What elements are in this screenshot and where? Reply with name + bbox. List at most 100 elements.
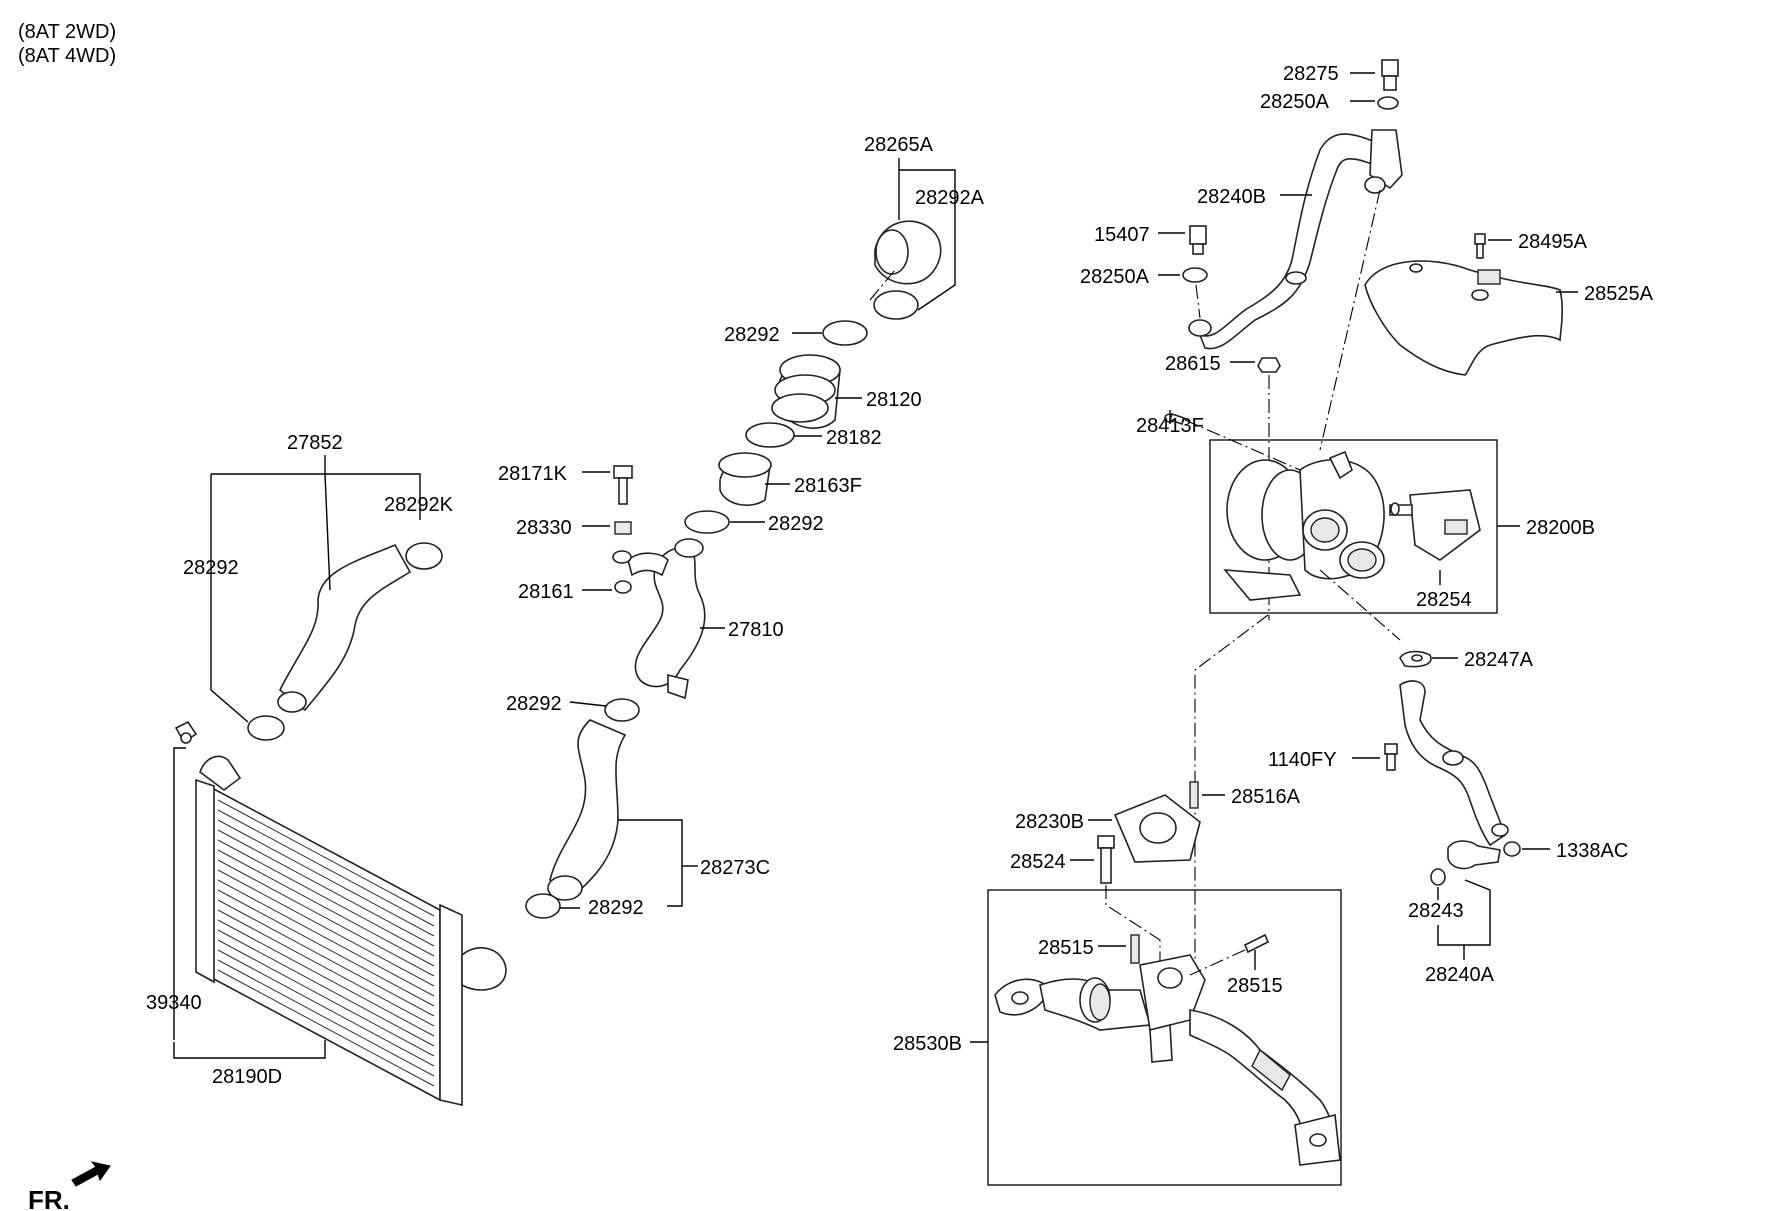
pipe-28240A-fitting bbox=[1447, 840, 1501, 870]
heat-shield-28525A bbox=[1364, 260, 1563, 376]
label-28292K: 28292K bbox=[384, 494, 454, 516]
bolt-15407 bbox=[1189, 225, 1207, 245]
washer-28250A-mid bbox=[1182, 267, 1208, 283]
washer-28250A-top bbox=[1377, 96, 1399, 110]
pipe-28240A-grommet bbox=[1442, 750, 1464, 766]
label-28524: 28524 bbox=[1010, 851, 1066, 873]
nut-28615 bbox=[1257, 357, 1281, 373]
heat-shield-hole-2 bbox=[1471, 289, 1489, 301]
leader-39340 bbox=[173, 747, 186, 1040]
label-28161: 28161 bbox=[518, 581, 574, 603]
label-28171K: 28171K bbox=[498, 463, 568, 485]
label-27852: 27852 bbox=[287, 432, 343, 454]
stud-28515-left bbox=[1130, 934, 1140, 964]
clamp-28292-d bbox=[604, 698, 640, 722]
label-28292-e: 28292 bbox=[588, 897, 644, 919]
leader-28292A bbox=[899, 169, 956, 311]
hose-28120-bellow-3 bbox=[771, 393, 829, 423]
label-28292-a: 28292 bbox=[724, 324, 780, 346]
gasket-1338AC bbox=[1503, 841, 1521, 857]
label-28120: 28120 bbox=[866, 389, 922, 411]
center-line-15407 bbox=[1195, 284, 1201, 319]
pipe-28240B-bracket-hole bbox=[1285, 271, 1307, 285]
hose-27852-end bbox=[277, 691, 307, 713]
bracket-28161 bbox=[627, 552, 669, 577]
label-28247A: 28247A bbox=[1464, 649, 1534, 671]
center-line-28524 bbox=[1105, 885, 1161, 1010]
nut-28161-ring bbox=[612, 550, 632, 564]
label-28254: 28254 bbox=[1416, 589, 1472, 611]
label-28292-b: 28292 bbox=[768, 513, 824, 535]
leader-28273C bbox=[618, 819, 683, 907]
pipe-28240B-bracket bbox=[1369, 129, 1403, 190]
clamp-28292-left bbox=[247, 715, 285, 741]
pipe-28240B-lower-banjo bbox=[1188, 319, 1212, 337]
egr-pipe-box bbox=[987, 889, 1342, 1186]
label-28250A-top: 28250A bbox=[1260, 91, 1330, 113]
label-28243: 28243 bbox=[1408, 900, 1464, 922]
label-28275: 28275 bbox=[1283, 63, 1339, 85]
leader-27852-hose bbox=[324, 473, 331, 591]
pipe-27810-top bbox=[674, 538, 704, 558]
clamp-28182 bbox=[745, 422, 795, 448]
label-28230B: 28230B bbox=[1015, 811, 1084, 833]
label-1140FY: 1140FY bbox=[1268, 749, 1337, 771]
pipe-28240B-banjo bbox=[1364, 176, 1386, 194]
variant-4wd-label: (8AT 4WD) bbox=[18, 45, 116, 67]
clamp-28292-a bbox=[822, 320, 868, 346]
bolt-28275 bbox=[1381, 59, 1399, 77]
leader-28292-d bbox=[569, 701, 607, 707]
pipe-28240A-grommet-2 bbox=[1491, 823, 1509, 837]
label-28273C: 28273C bbox=[700, 857, 770, 879]
label-28265A: 28265A bbox=[864, 134, 934, 156]
pipe-27810-bracket bbox=[667, 673, 689, 700]
label-28240B: 28240B bbox=[1197, 186, 1266, 208]
variant-2wd-label: (8AT 2WD) bbox=[18, 21, 116, 43]
hose-28273C-end bbox=[547, 875, 583, 901]
heat-shield-plate bbox=[1477, 269, 1501, 285]
actuator-28254 bbox=[1389, 489, 1481, 561]
o-ring-28243 bbox=[1430, 868, 1446, 886]
label-27810: 27810 bbox=[728, 619, 784, 641]
leader-28292-c bbox=[210, 474, 249, 723]
hose-28273C bbox=[549, 719, 627, 897]
label-28530B: 28530B bbox=[893, 1033, 962, 1055]
heat-shield-hole-1 bbox=[1409, 263, 1423, 273]
center-line-28413F bbox=[1184, 419, 1301, 471]
leader-28190D bbox=[173, 1040, 326, 1059]
center-line-elbow bbox=[869, 269, 896, 301]
label-28163F: 28163F bbox=[794, 475, 862, 497]
hose-27852 bbox=[278, 543, 412, 712]
label-28190D: 28190D bbox=[212, 1066, 282, 1088]
leader-27852-bracket bbox=[211, 473, 421, 520]
pipe-28240B bbox=[1198, 133, 1393, 350]
clamp-28292-e bbox=[525, 893, 561, 919]
label-28495A: 28495A bbox=[1518, 231, 1588, 253]
bolt-1140FY bbox=[1386, 753, 1396, 771]
label-28292A: 28292A bbox=[915, 187, 985, 209]
front-direction-label: FR. bbox=[28, 1185, 70, 1211]
label-28515-left: 28515 bbox=[1038, 937, 1094, 959]
intercooler-part bbox=[195, 755, 507, 1107]
center-line-28515-right bbox=[1189, 949, 1246, 976]
label-28240A: 28240A bbox=[1425, 964, 1495, 986]
nut-28161 bbox=[614, 580, 632, 594]
tube-28163F-mouth bbox=[718, 452, 772, 478]
bolt-28495A-shank bbox=[1476, 243, 1484, 259]
label-28515-right: 28515 bbox=[1227, 975, 1283, 997]
label-28516A: 28516A bbox=[1231, 786, 1301, 808]
bolt-28495A bbox=[1474, 233, 1486, 245]
leader-28240A-bracket bbox=[1437, 879, 1491, 946]
bolt-28171K bbox=[613, 465, 633, 505]
gasket-28247A-hole bbox=[1411, 654, 1423, 662]
bolt-28524-head bbox=[1097, 835, 1115, 849]
bolt-28275-shank bbox=[1383, 75, 1397, 91]
label-28182: 28182 bbox=[826, 427, 882, 449]
stud-28515-right bbox=[1243, 933, 1270, 954]
front-arrow-icon bbox=[71, 1161, 111, 1187]
label-28615: 28615 bbox=[1165, 353, 1221, 375]
label-28292-d: 28292 bbox=[506, 693, 562, 715]
label-15407: 15407 bbox=[1094, 224, 1150, 246]
label-28292-c: 28292 bbox=[183, 557, 239, 579]
